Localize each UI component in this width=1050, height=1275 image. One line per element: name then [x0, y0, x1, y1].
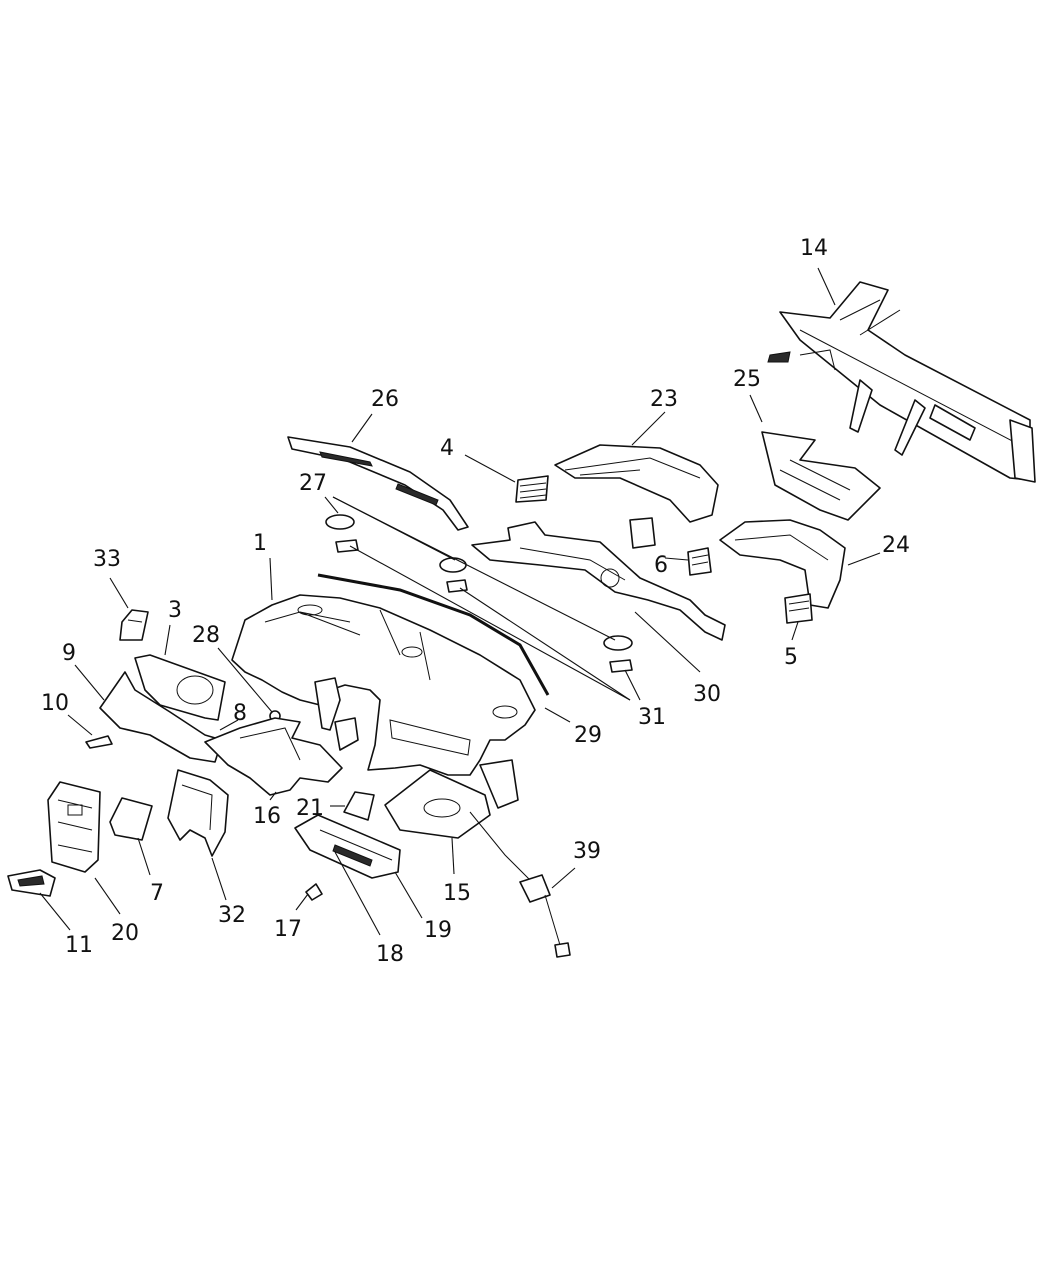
- part-18-glove-box-door[interactable]: [294, 814, 401, 879]
- callout-7: 7: [150, 881, 164, 906]
- callout-10: 10: [41, 691, 69, 716]
- part-29-seal-strip[interactable]: [317, 573, 550, 696]
- callout-23: 23: [650, 387, 678, 412]
- callout-14: 14: [800, 236, 828, 261]
- callout-39: 39: [573, 839, 601, 864]
- callout-32: 32: [218, 903, 246, 928]
- callout-17: 17: [274, 917, 302, 942]
- part-11-switch[interactable]: [7, 869, 56, 897]
- part-17-clip[interactable]: [305, 883, 323, 901]
- part-4-air-outlet[interactable]: [515, 475, 549, 503]
- part-5-air-outlet[interactable]: [784, 593, 813, 624]
- callout-6: 6: [654, 553, 668, 578]
- callout-15: 15: [443, 881, 471, 906]
- callout-20: 20: [111, 921, 139, 946]
- callout-11: 11: [65, 933, 93, 958]
- callout-26: 26: [371, 387, 399, 412]
- part-30-panel-carrier[interactable]: [471, 521, 726, 641]
- part-16-knee-bolster[interactable]: [204, 717, 343, 796]
- callout-30: 30: [693, 682, 721, 707]
- part-14-cross-car-beam[interactable]: [767, 281, 1036, 483]
- callout-27: 27: [299, 471, 327, 496]
- callout-31: 31: [638, 705, 666, 730]
- part-3-cluster-bezel[interactable]: [134, 654, 226, 721]
- part-25-center-duct[interactable]: [761, 431, 881, 521]
- callout-labels: 1 3 4 5 6 7 8 9 10 11 14 15 16 17 18 19 …: [41, 236, 910, 967]
- callout-8: 8: [233, 701, 247, 726]
- part-23-left-air-duct[interactable]: [554, 444, 719, 523]
- part-10-clip[interactable]: [85, 735, 113, 749]
- callout-25: 25: [733, 367, 761, 392]
- part-39-damper[interactable]: [469, 811, 571, 958]
- callout-1: 1: [253, 531, 267, 556]
- callout-33: 33: [93, 547, 121, 572]
- part-6-air-outlet[interactable]: [629, 517, 712, 576]
- callout-24: 24: [882, 533, 910, 558]
- part-1-instrument-panel[interactable]: [231, 594, 536, 776]
- part-21-switch-bezel[interactable]: [343, 791, 375, 821]
- part-7-storage-bin[interactable]: [109, 797, 153, 841]
- callout-4: 4: [440, 436, 454, 461]
- callout-21: 21: [296, 796, 324, 821]
- part-32-center-bracket[interactable]: [167, 769, 229, 857]
- part-15-glove-box[interactable]: [384, 759, 519, 839]
- part-26-defroster-bezel[interactable]: [287, 436, 469, 531]
- part-27-speaker-grille[interactable]: [325, 514, 633, 651]
- callout-9: 9: [62, 641, 76, 666]
- callout-19: 19: [424, 918, 452, 943]
- part-20-center-bezel[interactable]: [47, 781, 101, 873]
- callout-3: 3: [168, 598, 182, 623]
- callout-18: 18: [376, 942, 404, 967]
- callout-5: 5: [784, 645, 798, 670]
- part-24-right-air-duct[interactable]: [719, 519, 846, 609]
- part-33-switch-bezel[interactable]: [119, 609, 149, 641]
- callout-28: 28: [192, 623, 220, 648]
- callout-16: 16: [253, 804, 281, 829]
- leader-lines: [39, 267, 881, 936]
- callout-29: 29: [574, 723, 602, 748]
